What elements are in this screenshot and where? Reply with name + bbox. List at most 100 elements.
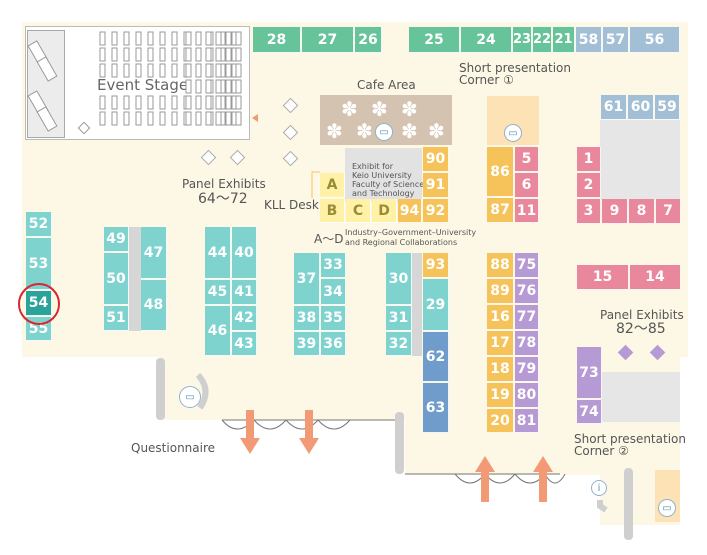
questionnaire-label: Questionnaire	[131, 441, 216, 455]
booth-45[interactable]: 45	[205, 280, 231, 305]
booth-31[interactable]: 31	[386, 306, 412, 331]
booth-21[interactable]: 21	[553, 27, 575, 53]
booth-C[interactable]: C	[346, 199, 371, 223]
booth-14[interactable]: 14	[630, 265, 681, 290]
booth-77[interactable]: 77	[515, 305, 539, 330]
booth-3[interactable]: 3	[577, 199, 601, 224]
booth-81[interactable]: 81	[515, 409, 539, 433]
booth-33[interactable]: 33	[321, 253, 346, 278]
booth-39[interactable]: 39	[294, 332, 320, 356]
booth-32[interactable]: 32	[386, 332, 412, 356]
booth-20[interactable]: 20	[487, 409, 514, 433]
booth-50[interactable]: 50	[104, 253, 129, 305]
keio-exhibit-text-4: and Technology	[352, 189, 415, 198]
booth-30[interactable]: 30	[386, 253, 412, 305]
booth-6[interactable]: 6	[515, 173, 539, 198]
booth-92[interactable]: 92	[423, 199, 449, 223]
booth-28[interactable]: 28	[253, 27, 301, 53]
booth-2[interactable]: 2	[577, 173, 601, 198]
keio-exhibit-text-2: Keio University	[352, 171, 412, 180]
booth-42[interactable]: 42	[232, 306, 257, 331]
booth-D[interactable]: D	[372, 199, 397, 223]
cafe-seat-icon: ✽	[428, 119, 445, 143]
booth-62[interactable]: 62	[423, 332, 449, 382]
booth-19[interactable]: 19	[487, 383, 514, 408]
booth-52[interactable]: 52	[26, 212, 52, 237]
booth-36[interactable]: 36	[321, 332, 346, 356]
booth-26[interactable]: 26	[355, 27, 382, 53]
booth-58[interactable]: 58	[576, 27, 602, 53]
booth-24[interactable]: 24	[461, 27, 512, 53]
booth-59[interactable]: 59	[655, 95, 680, 120]
booth-44[interactable]: 44	[205, 227, 231, 279]
booth-1[interactable]: 1	[577, 147, 601, 172]
booth-75[interactable]: 75	[515, 253, 539, 278]
booth-60[interactable]: 60	[628, 95, 654, 120]
booth-18[interactable]: 18	[487, 357, 514, 382]
booth-29[interactable]: 29	[423, 279, 449, 331]
cafe-stand-icon: ▭	[375, 123, 393, 141]
booth-73[interactable]: 73	[577, 347, 602, 399]
booth-A[interactable]: A	[320, 173, 345, 198]
short-presentation-1-line2: Corner ①	[459, 73, 514, 87]
booth-87[interactable]: 87	[487, 198, 514, 223]
booth-76[interactable]: 76	[515, 279, 539, 304]
booth-79[interactable]: 79	[515, 357, 539, 382]
booth-35[interactable]: 35	[321, 306, 346, 331]
booth-27[interactable]: 27	[302, 27, 354, 53]
booth-7[interactable]: 7	[656, 199, 681, 224]
booth-57[interactable]: 57	[603, 27, 629, 53]
booth-90[interactable]: 90	[423, 147, 449, 172]
booth-89[interactable]: 89	[487, 279, 514, 304]
booth-37[interactable]: 37	[294, 253, 320, 305]
panel-gray-area-right	[600, 120, 680, 200]
booth-86[interactable]: 86	[487, 147, 514, 197]
booth-B[interactable]: B	[320, 199, 345, 223]
short-presentation-2-line1: Short presentation	[574, 432, 686, 446]
booth-8[interactable]: 8	[629, 199, 655, 224]
booth-43[interactable]: 43	[232, 332, 257, 356]
booth-55[interactable]: 55	[26, 317, 52, 341]
booth-49[interactable]: 49	[104, 227, 129, 252]
a-to-d-label: A〜D	[314, 232, 344, 246]
booth-25[interactable]: 25	[409, 27, 460, 53]
booth-34[interactable]: 34	[321, 279, 346, 305]
booth-54-highlighted[interactable]: 54	[26, 291, 52, 316]
booth-40[interactable]: 40	[232, 227, 257, 279]
booth-15[interactable]: 15	[577, 265, 629, 290]
booth-48[interactable]: 48	[141, 280, 167, 331]
booth-16[interactable]: 16	[487, 305, 514, 330]
booth-74[interactable]: 74	[577, 400, 602, 424]
cafe-seat-icon: ✽	[371, 97, 388, 121]
booth-11[interactable]: 11	[515, 199, 539, 223]
booth-91[interactable]: 91	[423, 173, 449, 198]
booth-93[interactable]: 93	[423, 253, 449, 278]
industry-label-1: Industry–Government–University	[345, 228, 477, 237]
booth-9[interactable]: 9	[602, 199, 628, 224]
cafe-seat-icon: ✽	[401, 119, 418, 143]
keio-exhibit-text-1: Exhibit for	[352, 162, 394, 171]
booth-56[interactable]: 56	[630, 27, 680, 53]
booth-23[interactable]: 23	[513, 27, 532, 53]
booth-80[interactable]: 80	[515, 383, 539, 408]
booth-94[interactable]: 94	[398, 199, 422, 223]
booth-61[interactable]: 61	[601, 95, 627, 120]
panel-exhibits-64-range: 64〜72	[198, 191, 248, 207]
cafe-seat-icon: ✽	[326, 119, 343, 143]
booth-17[interactable]: 17	[487, 331, 514, 356]
booth-47[interactable]: 47	[141, 227, 167, 279]
booth-78[interactable]: 78	[515, 331, 539, 356]
booth-46[interactable]: 46	[205, 306, 231, 356]
presentation-1-icon: ▭	[504, 124, 522, 142]
booth-41[interactable]: 41	[232, 280, 257, 305]
booth-38[interactable]: 38	[294, 306, 320, 331]
booth-5[interactable]: 5	[515, 147, 539, 172]
booth-88[interactable]: 88	[487, 253, 514, 278]
short-presentation-1-line1: Short presentation	[459, 61, 571, 75]
booth-51[interactable]: 51	[104, 306, 129, 331]
cafe-area-label: Cafe Area	[357, 78, 416, 92]
booth-22[interactable]: 22	[533, 27, 552, 53]
booth-63[interactable]: 63	[423, 383, 449, 433]
booth-53[interactable]: 53	[26, 238, 52, 290]
cafe-seat-icon: ✽	[356, 119, 373, 143]
